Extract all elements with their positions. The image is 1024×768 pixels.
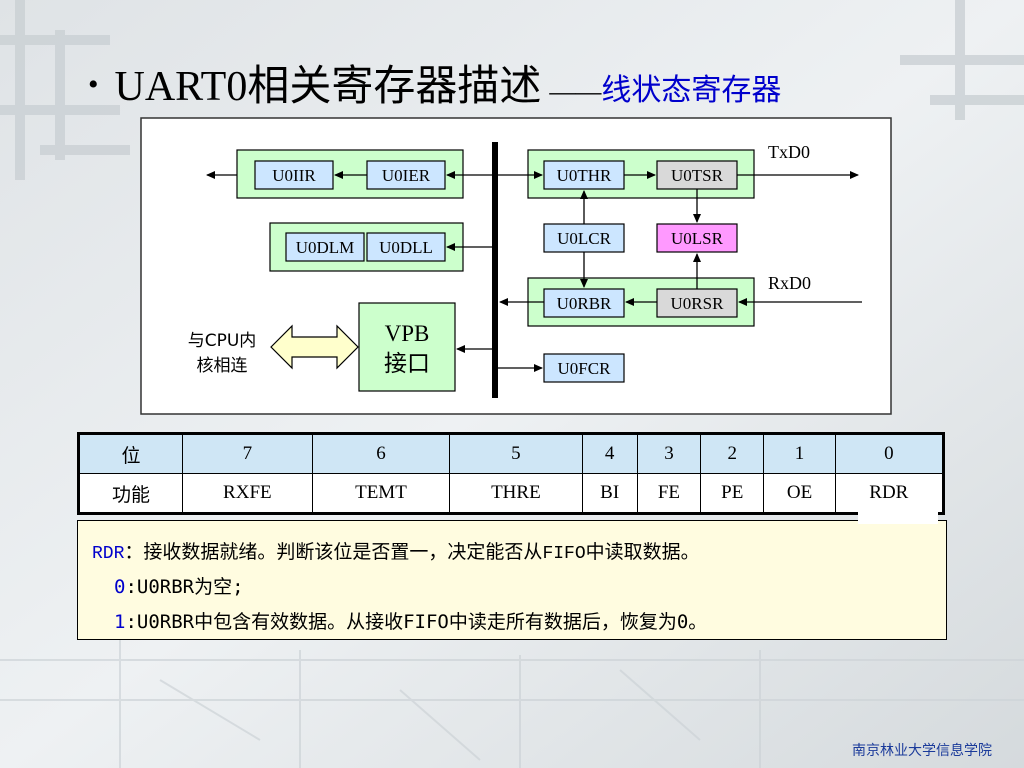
rdr-option-1-num: 1 bbox=[114, 611, 126, 633]
rdr-option-0-text: :U0RBR为空; bbox=[125, 576, 244, 598]
rdr-fifo: FIFO bbox=[542, 544, 586, 564]
reg-u0lsr: U0LSR bbox=[671, 229, 724, 248]
reg-u0rsr-box bbox=[656, 288, 738, 318]
rdr-colon: ： bbox=[124, 541, 144, 563]
bit-header-cell: 6 bbox=[311, 433, 451, 474]
reg-u0thr: U0THR bbox=[557, 166, 612, 185]
reg-u0rbr-box bbox=[543, 288, 625, 318]
slide-title: • UART0相关寄存器描述——线状态寄存器 bbox=[88, 52, 781, 113]
reg-u0rbr: U0RBR bbox=[557, 294, 612, 313]
rdr-description-box: RDR：接收数据就绪。判断该位是否置一，决定能否从FIFO中读取数据。 0:U0… bbox=[77, 520, 947, 640]
rdr-option-1-text: :U0RBR中包含有效数据。从接收FIFO中读走所有数据后，恢复为0。 bbox=[125, 611, 708, 633]
reg-u0ier-box bbox=[366, 160, 446, 190]
rdr-option-0: 0:U0RBR为空; bbox=[92, 572, 932, 599]
callout-notch bbox=[858, 500, 938, 524]
reg-u0rsr: U0RSR bbox=[671, 294, 725, 313]
rdr-option-1: 1:U0RBR中包含有效数据。从接收FIFO中读走所有数据后，恢复为0。 bbox=[92, 607, 932, 634]
reg-u0lsr-box bbox=[656, 223, 738, 253]
rdr-description-line: RDR：接收数据就绪。判断该位是否置一，决定能否从FIFO中读取数据。 bbox=[92, 537, 932, 564]
bit-function-cell: THRE bbox=[449, 473, 583, 514]
bit-header-cell: 7 bbox=[182, 433, 313, 474]
vpb-label-line2: 接口 bbox=[384, 351, 430, 377]
rdr-text1: 接收数据就绪。判断该位是否置一，决定能否从 bbox=[143, 541, 543, 563]
reg-u0fcr-box bbox=[543, 353, 625, 383]
bit-header-cell: 0 bbox=[834, 433, 945, 474]
bit-header-cell: 位 bbox=[78, 433, 183, 474]
bit-function-cell: 功能 bbox=[78, 473, 183, 514]
title-subtitle: 线状态寄存器 bbox=[601, 74, 782, 107]
bit-header-cell: 2 bbox=[700, 433, 765, 474]
vpb-label-line1: VPB bbox=[385, 321, 430, 346]
bit-header-cell: 3 bbox=[636, 433, 702, 474]
bit-function-cell: OE bbox=[763, 473, 836, 514]
rdr-code: RDR bbox=[92, 544, 125, 564]
reg-u0ier: U0IER bbox=[382, 166, 431, 185]
bit-function-cell: FE bbox=[636, 473, 702, 514]
reg-u0dlm: U0DLM bbox=[296, 238, 355, 257]
bus-bar bbox=[492, 142, 498, 398]
bit-function-cell: BI bbox=[581, 473, 638, 514]
rdr-option-0-num: 0 bbox=[114, 576, 126, 598]
reg-u0thr-box bbox=[543, 160, 625, 190]
bit-header-cell: 4 bbox=[581, 433, 638, 474]
cpu-label-line2: 核相连 bbox=[197, 356, 248, 376]
vpb-interface-box bbox=[358, 302, 456, 392]
reg-u0iir: U0IIR bbox=[272, 166, 316, 185]
bit-header-cell: 5 bbox=[449, 433, 583, 474]
cpu-label-line1: 与CPU内 bbox=[188, 331, 257, 351]
bit-header-cell: 1 bbox=[763, 433, 836, 474]
reg-u0dll-box bbox=[366, 232, 446, 262]
footer-institution: 南京林业大学信息学院 bbox=[852, 743, 992, 759]
reg-u0fcr: U0FCR bbox=[558, 359, 612, 378]
reg-u0tsr: U0TSR bbox=[671, 166, 724, 185]
bit-header-row: 位 7 6 5 4 3 2 1 0 bbox=[78, 433, 945, 474]
bit-function-row: 功能 RXFE TEMT THRE BI FE PE OE RDR bbox=[78, 473, 945, 514]
reg-u0dlm-box bbox=[285, 232, 365, 262]
title-main: UART0相关寄存器描述 bbox=[114, 64, 542, 110]
title-dash: —— bbox=[549, 77, 602, 106]
reg-u0iir-box bbox=[254, 160, 334, 190]
txd-label: TxD0 bbox=[768, 142, 810, 162]
bit-function-cell: PE bbox=[700, 473, 765, 514]
cpu-double-arrow bbox=[270, 324, 359, 370]
title-bullet: • bbox=[88, 68, 99, 101]
bit-function-cell: TEMT bbox=[311, 473, 451, 514]
reg-u0lcr: U0LCR bbox=[557, 229, 612, 248]
rxd-label: RxD0 bbox=[768, 273, 811, 293]
bit-table: 位 7 6 5 4 3 2 1 0 功能 RXFE TEMT THRE BI F… bbox=[77, 432, 945, 515]
reg-u0dll: U0DLL bbox=[379, 238, 433, 257]
rdr-text2: 中读取数据。 bbox=[585, 541, 700, 563]
bit-function-cell: RXFE bbox=[182, 473, 313, 514]
